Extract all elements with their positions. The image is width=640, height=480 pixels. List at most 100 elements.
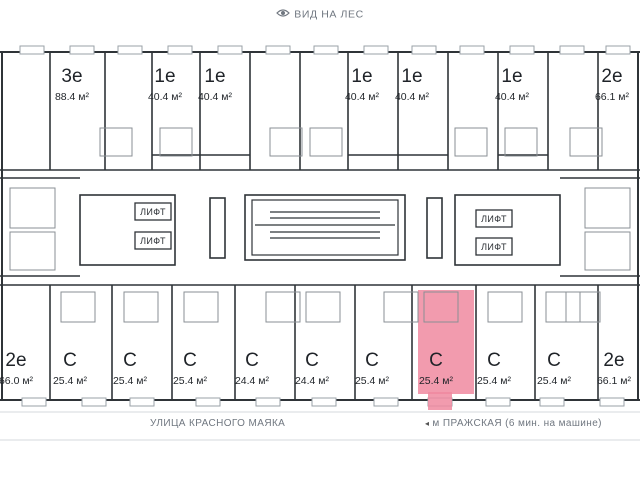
lift-label-1: ЛИФТ (140, 207, 166, 217)
bathroom (569, 127, 603, 157)
view-label: ВИД НА ЛЕС (0, 8, 640, 21)
window (559, 45, 585, 55)
selected-apartment-highlight[interactable] (418, 290, 474, 394)
unit-type: 1е (401, 66, 422, 87)
window (129, 397, 155, 407)
bathroom (123, 291, 159, 323)
window (255, 397, 281, 407)
unit-type: С (123, 350, 137, 371)
bathroom (383, 291, 419, 323)
unit-area: 40.4 м² (198, 91, 233, 103)
view-label-text: ВИД НА ЛЕС (294, 8, 364, 21)
bathroom (305, 291, 341, 323)
bathroom (60, 291, 96, 323)
stairs (251, 199, 399, 256)
bathroom (309, 127, 343, 157)
bathroom (159, 127, 193, 157)
unit-area: 40.4 м² (395, 91, 430, 103)
unit-type: С (547, 350, 561, 371)
lift-label-3: ЛИФТ (481, 214, 507, 224)
unit-type: С (63, 350, 77, 371)
bathroom (504, 127, 538, 157)
bottom-unit-labels: 2е 66.0 м² С 25.4 м² С 25.4 м² С 25.4 м² С 24.4 м… (0, 350, 632, 387)
window (69, 45, 95, 55)
unit-type: 2е (603, 350, 624, 371)
selected-unit-type: С (429, 350, 443, 371)
unit-area: 25.4 м² (53, 375, 88, 387)
unit-area: 66.1 м² (597, 375, 632, 387)
window (265, 45, 291, 55)
bathroom (423, 291, 459, 323)
unit-type: С (183, 350, 197, 371)
lift-label-2: ЛИФТ (140, 236, 166, 246)
window (81, 397, 107, 407)
unit-area: 25.4 м² (173, 375, 208, 387)
unit-area: 25.4 м² (355, 375, 390, 387)
bathrooms (60, 127, 603, 323)
selected-unit-area: 25.4 м² (419, 375, 454, 387)
unit-area: 25.4 м² (537, 375, 572, 387)
window (311, 397, 337, 407)
window (19, 45, 45, 55)
bottom-unit-walls (49, 285, 599, 400)
window (373, 397, 399, 407)
side-rooms (9, 187, 631, 271)
unit-area: 40.4 м² (148, 91, 183, 103)
bathroom (269, 127, 303, 157)
window (509, 45, 535, 55)
unit-area: 25.4 м² (113, 375, 148, 387)
bathroom (545, 291, 581, 323)
bathroom (183, 291, 219, 323)
window (117, 45, 143, 55)
bathroom (565, 291, 601, 323)
unit-area: 88.4 м² (55, 91, 90, 103)
unit-type: 1е (154, 66, 175, 87)
window (313, 45, 339, 55)
unit-area: 40.4 м² (495, 91, 530, 103)
lift-label-4: ЛИФТ (481, 242, 507, 252)
unit-type: 1е (351, 66, 372, 87)
eye-icon (276, 8, 291, 21)
unit-area: 66.0 м² (0, 375, 34, 387)
top-unit-walls (49, 52, 599, 170)
window (605, 45, 631, 55)
selected-balcony (428, 392, 452, 410)
lift-boxes (134, 202, 513, 256)
corridor (0, 169, 640, 286)
bathroom (99, 127, 133, 157)
unit-type: С (365, 350, 379, 371)
unit-type: С (245, 350, 259, 371)
unit-type: 1е (204, 66, 225, 87)
window (167, 45, 193, 55)
building-walls (0, 51, 640, 401)
metro-info: ◂м ПРАЖСКАЯ (6 мин. на машине) (425, 418, 602, 429)
unit-type: 2е (5, 350, 26, 371)
metro-marker-icon: ◂ (425, 419, 430, 428)
window (411, 45, 437, 55)
window (217, 45, 243, 55)
window (485, 397, 511, 407)
unit-type: С (487, 350, 501, 371)
unit-area: 24.4 м² (295, 375, 330, 387)
metro-text: м ПРАЖСКАЯ (6 мин. на машине) (432, 418, 602, 429)
street-name: УЛИЦА КРАСНОГО МАЯКА (150, 418, 286, 429)
unit-area: 24.4 м² (235, 375, 270, 387)
window (459, 45, 485, 55)
windows (19, 45, 631, 407)
unit-type: 3е (61, 66, 82, 87)
unit-type: 1е (501, 66, 522, 87)
window (599, 397, 625, 407)
unit-area: 25.4 м² (477, 375, 512, 387)
window (363, 45, 389, 55)
unit-area: 66.1 м² (595, 91, 630, 103)
bathroom (265, 291, 301, 323)
window (21, 397, 47, 407)
window (195, 397, 221, 407)
unit-type: С (305, 350, 319, 371)
unit-type: 2е (601, 66, 622, 87)
top-unit-labels: 3е 88.4 м² 1е 40.4 м² 1е 40.4 м² 1е 40.4 м² 1е 40… (55, 66, 630, 103)
building-core (79, 194, 561, 266)
unit-area: 40.4 м² (345, 91, 380, 103)
bathroom (454, 127, 488, 157)
